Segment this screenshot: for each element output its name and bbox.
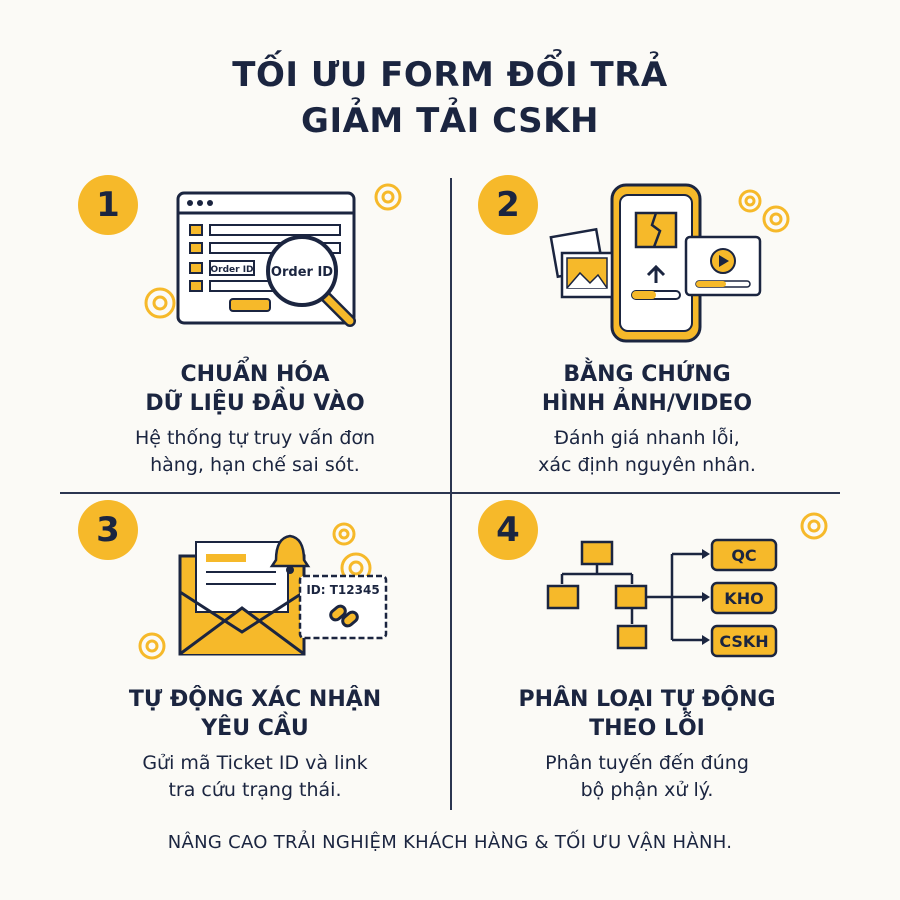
step-3-panel: 3 ID: T12345 TỰ ĐỘNG XÁC N [60, 500, 450, 801]
step-4-description: Phân tuyến đến đúng bộ phận xử lý. [452, 750, 842, 804]
horizontal-divider [60, 492, 840, 494]
title-line-1: TỐI ƯU FORM ĐỔI TRẢ [232, 55, 668, 95]
step-2-heading-line-1: BẰNG CHỨNG [563, 362, 731, 387]
step-1-heading-line-1: CHUẨN HÓA [180, 362, 330, 387]
bell-icon [269, 534, 311, 574]
envelope-ticket-illustration: ID: T12345 [138, 522, 388, 660]
step-2-badge: 2 [478, 175, 538, 235]
step-2-desc-line-1: Đánh giá nhanh lỗi, [554, 427, 740, 449]
title-line-2: GIẢM TẢI CSKH [301, 101, 599, 141]
step-3-badge: 3 [78, 500, 138, 560]
step-1-description: Hệ thống tự truy vấn đơn hàng, hạn chế s… [60, 425, 450, 479]
step-4-desc-line-1: Phân tuyến đến đúng [545, 752, 749, 774]
envelope-icon [178, 541, 306, 656]
ticket-id-label: ID: T12345 [306, 583, 379, 597]
footer-tagline: NÂNG CAO TRẢI NGHIỆM KHÁCH HÀNG & TỐI ƯU… [167, 832, 733, 853]
department-qc-box: QC [710, 538, 778, 572]
step-1-heading-line-2: DỮ LIỆU ĐẦU VÀO [145, 391, 365, 416]
step-2-desc-line-2: xác định nguyên nhân. [538, 454, 756, 476]
department-cskh-label: CSKH [719, 632, 768, 651]
phone-media-illustration [549, 183, 790, 343]
gear-icon [144, 183, 402, 319]
damaged-box-icon [634, 211, 678, 249]
video-player-icon [684, 235, 762, 297]
magnifier-label: Order ID [271, 265, 333, 280]
step-2-heading-line-2: HÌNH ẢNH/VIDEO [541, 391, 753, 416]
magnifier-icon: Order ID [266, 235, 356, 327]
step-2-description: Đánh giá nhanh lỗi, xác định nguyên nhân… [452, 425, 842, 479]
step-3-desc-line-1: Gửi mã Ticket ID và link [142, 752, 368, 774]
step-3-heading-line-2: YÊU CẦU [201, 716, 309, 741]
step-3-desc-line-2: tra cứu trạng thái. [168, 779, 342, 801]
step-1-panel: 1 Order ID Order ID CHUẨN [60, 175, 450, 476]
step-1-desc-line-2: hàng, hạn chế sai sót. [150, 454, 360, 476]
upload-arrow-icon [631, 264, 681, 300]
step-4-desc-line-2: bộ phận xử lý. [580, 779, 714, 801]
department-arrows [672, 549, 710, 645]
step-2-heading: BẰNG CHỨNG HÌNH ẢNH/VIDEO [452, 360, 842, 418]
form-search-illustration: Order ID Order ID [144, 183, 402, 327]
photo-icon [549, 227, 614, 299]
step-4-panel: 4 QC KHO [452, 500, 842, 801]
department-kho-label: KHO [724, 589, 763, 608]
department-cskh-box: CSKH [710, 624, 778, 658]
step-4-badge: 4 [478, 500, 538, 560]
department-qc-label: QC [731, 546, 756, 565]
step-1-heading: CHUẨN HÓA DỮ LIỆU ĐẦU VÀO [60, 360, 450, 418]
step-3-heading: TỰ ĐỘNG XÁC NHẬN YÊU CẦU [60, 685, 450, 743]
page-title: TỐI ƯU FORM ĐỔI TRẢ GIẢM TẢI CSKH [0, 52, 900, 144]
vertical-divider [450, 178, 452, 810]
step-1-desc-line-1: Hệ thống tự truy vấn đơn [134, 427, 376, 449]
step-4-heading-line-1: PHÂN LOẠI TỰ ĐỘNG [518, 687, 776, 712]
gear-icon [738, 189, 790, 233]
link-icon [329, 604, 359, 628]
flowchart-icon [546, 540, 674, 650]
routing-flow-illustration: QC KHO CSKH [546, 512, 828, 658]
step-4-heading: PHÂN LOẠI TỰ ĐỘNG THEO LỖI [452, 685, 842, 743]
order-id-field-label: Order ID [210, 265, 253, 275]
step-1-badge: 1 [78, 175, 138, 235]
step-3-description: Gửi mã Ticket ID và link tra cứu trạng t… [60, 750, 450, 804]
step-2-panel: 2 [452, 175, 842, 476]
step-4-heading-line-2: THEO LỖI [589, 716, 705, 741]
gear-icon [800, 512, 828, 540]
department-kho-box: KHO [710, 581, 778, 615]
step-3-heading-line-1: TỰ ĐỘNG XÁC NHẬN [128, 687, 382, 712]
